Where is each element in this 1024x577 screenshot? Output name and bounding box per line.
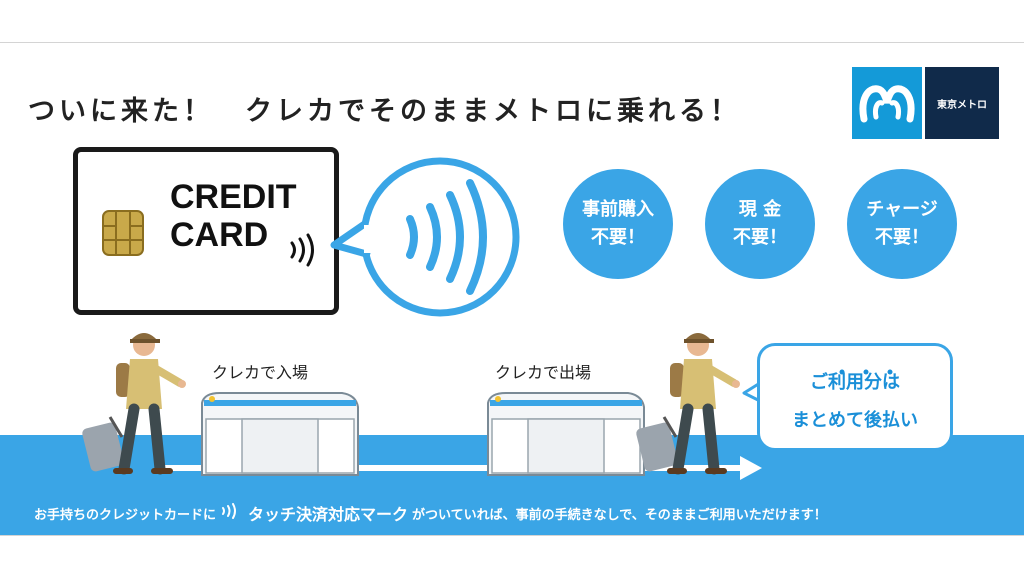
entry-gate-label: クレカで入場 xyxy=(212,363,309,382)
deferred-payment-speech-bubble: ご利用分は まとめて後払い xyxy=(757,343,953,451)
badge-no-prepurchase: 事前購入 不要！ xyxy=(563,169,673,279)
emphasis-dots xyxy=(836,361,906,380)
headline: ついに来た！ クレカでそのままメトロに乗れる！ xyxy=(28,96,741,127)
tokyo-metro-logo-icon xyxy=(852,67,922,139)
ticket-gate-entry-icon xyxy=(192,389,362,485)
credit-card: CREDIT CARD xyxy=(73,147,339,315)
bottom-text-highlight: タッチ決済対応マーク xyxy=(248,505,409,524)
speech-tail-icon xyxy=(742,381,762,409)
ticket-gate-exit-icon xyxy=(478,389,648,485)
contactless-icon xyxy=(288,232,324,272)
tokyo-metro-wordmark: 東京メトロ xyxy=(925,67,999,139)
card-title-line1: CREDIT xyxy=(170,178,297,216)
traveler-exit-icon xyxy=(634,325,744,489)
bottom-notice: お手持ちのクレジットカードに タッチ決済対応マーク がついていれば、事前の手続き… xyxy=(34,501,827,525)
bottom-text-after: がついていれば、事前の手続きなしで、そのままご利用いただけます！ xyxy=(412,507,827,523)
exit-gate-label: クレカで出場 xyxy=(495,363,592,382)
speech-line1: ご利用分は xyxy=(810,372,900,393)
card-title: CREDIT CARD xyxy=(170,178,297,254)
card-title-line2: CARD xyxy=(170,216,269,254)
flow-arrow-line xyxy=(165,465,745,471)
speech-line2: まとめて後払い xyxy=(792,410,918,431)
arrow-right-icon xyxy=(740,456,762,484)
badge-no-charge: チャージ 不要！ xyxy=(847,169,957,279)
contactless-bubble-icon xyxy=(330,153,520,327)
traveler-entry-icon xyxy=(80,325,190,489)
poster-panel: ついに来た！ クレカでそのままメトロに乗れる！ 東京メトロ CREDIT CAR… xyxy=(0,42,1024,536)
contactless-mark-icon xyxy=(220,503,240,523)
ic-chip-icon xyxy=(102,210,144,260)
bottom-text-before: お手持ちのクレジットカードに xyxy=(34,507,217,523)
badge-no-cash: 現 金 不要！ xyxy=(705,169,815,279)
